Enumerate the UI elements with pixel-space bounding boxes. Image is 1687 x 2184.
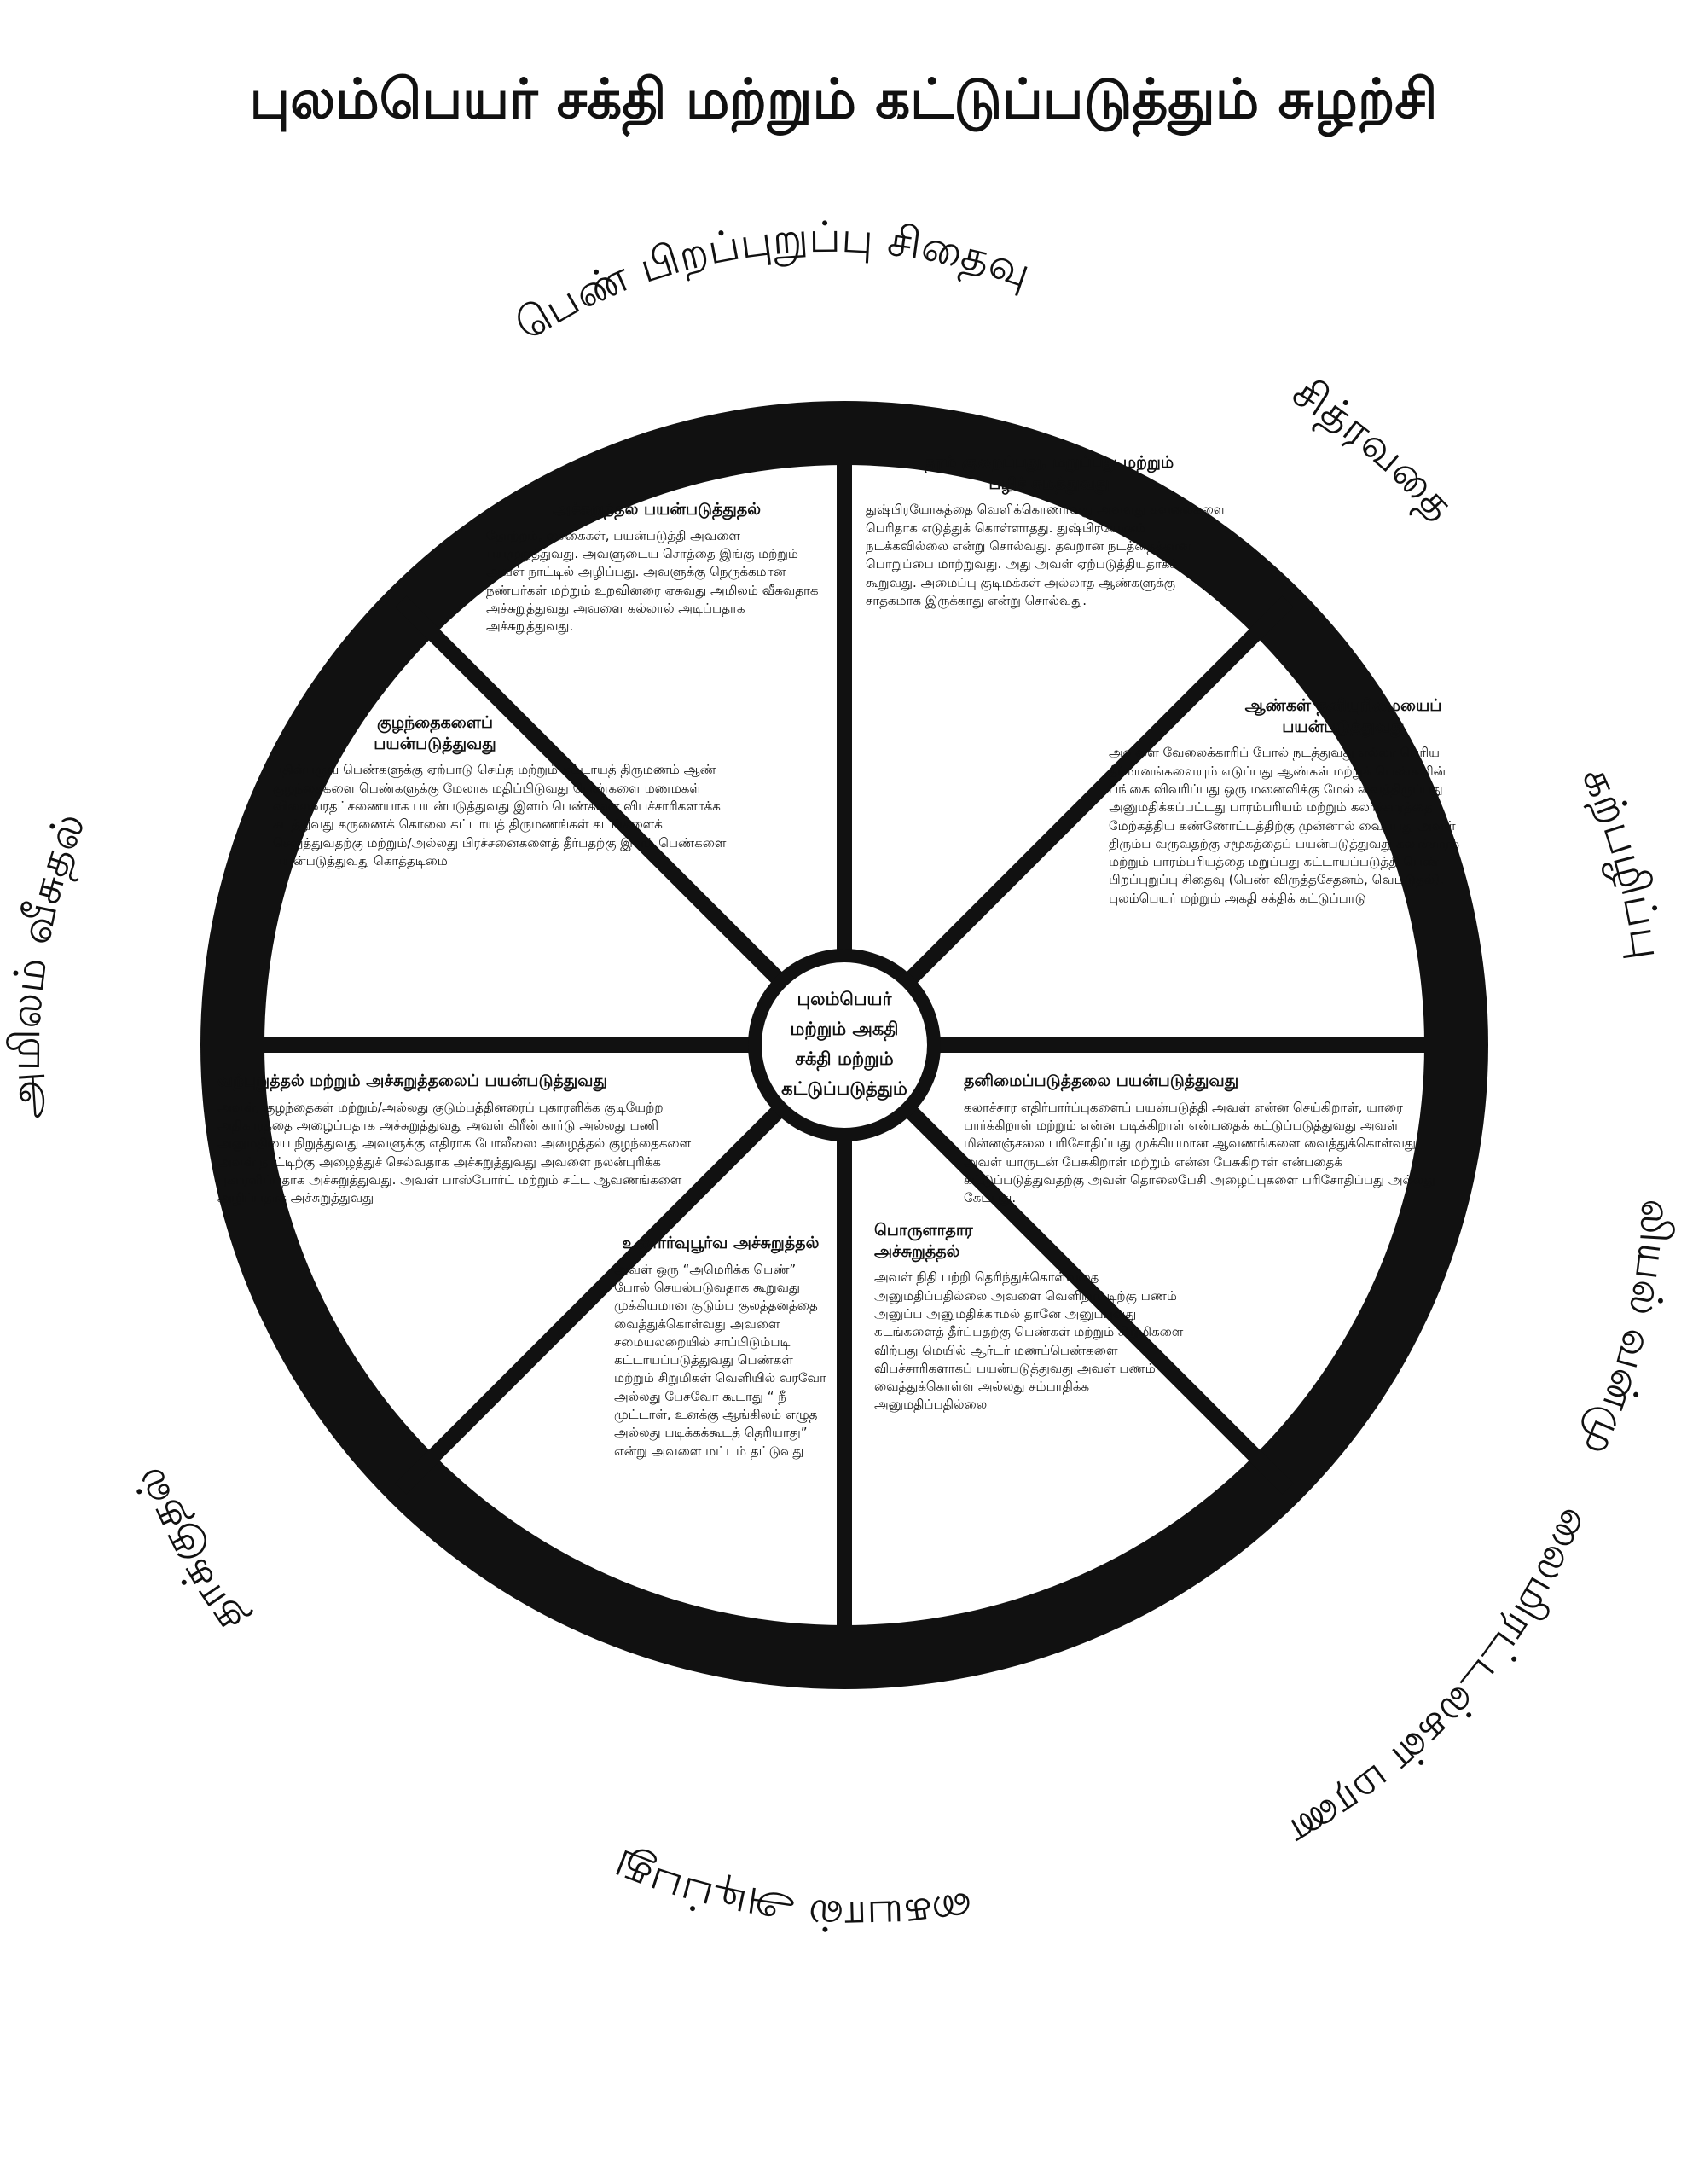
segment-heading: வற்புறுத்தல் மற்றும் அச்சுறுத்தலைப் பயன்…	[217, 1072, 607, 1090]
segment-body: தோற்றம், சைகைகள், பயன்படுத்தி அவளை பயமுற…	[486, 527, 819, 635]
hub-line-1: புலம்பெயர்	[797, 989, 893, 1009]
segment-heading: ஆண்கள் தனியுரிமையைப் பயன்படுத்துவது	[1244, 696, 1442, 736]
outer-label-bottom: கையால் அடிப்பது	[606, 1842, 975, 1942]
svg-text:தாக்குதல்: தாக்குதல்	[123, 1461, 255, 1643]
segment-male-privilege: ஆண்கள் தனியுரிமையைப் பயன்படுத்துவது அவளை…	[1109, 695, 1484, 908]
outer-label-right: கற்பழிப்பு	[1573, 759, 1673, 962]
segment-heading: பொருளாதார அச்சுறுத்தல்	[874, 1221, 973, 1261]
svg-text:அமிலம் வீசுதல்: அமிலம் வீசுதல்	[0, 806, 95, 1121]
segment-body: அவள், குழந்தைகள் மற்றும்/அல்லது குடும்பத…	[217, 1099, 692, 1206]
segment-body: அவள் நிதி பற்றி தெரிந்துக்கொள்வதை அனுமதி…	[874, 1269, 1184, 1413]
svg-text:வன்முறை: வன்முறை	[720, 1711, 970, 1792]
segment-minimizing: தரம் குறைப்பது, மறுப்பது மற்றும் பழிச் ச…	[866, 452, 1232, 610]
spoke-bottom-left	[395, 1102, 787, 1495]
segment-heading: குழந்தைகளைப் பயன்படுத்துவது	[374, 713, 496, 753]
segment-economic: பொருளாதார அச்சுறுத்தல் அவள் நிதி பற்றி த…	[874, 1220, 1198, 1414]
segment-heading: தனிமைப்படுத்தலை பயன்படுத்துவது	[964, 1072, 1239, 1090]
segment-body: துஷ்பிரயோகத்தை வெளிக்கொணர்வது அவளது கவலை…	[866, 502, 1226, 608]
segment-children: குழந்தைகளைப் பயன்படுத்துவது பதின்பருவ பெ…	[273, 712, 768, 870]
hub-circle	[748, 949, 941, 1141]
outer-label-top-right: சித்ரவதை	[1284, 367, 1464, 532]
segment-coercion: வற்புறுத்தல் மற்றும் அச்சுறுத்தலைப் பயன்…	[217, 1071, 772, 1207]
segment-body: அவள் ஒரு “அமெரிக்க பெண்” போல் செயல்படுவத…	[614, 1261, 826, 1459]
segment-body: பதின்பருவ பெண்களுக்கு ஏற்பாடு செய்த மற்ற…	[273, 762, 727, 868]
segment-body: அவளை வேலைக்காரிப் போல் நடத்துவது எல்லா ப…	[1109, 745, 1460, 906]
hub-line-4: கட்டுப்படுத்தும்	[781, 1078, 907, 1101]
segment-emotional: உணார்வுபூர்வ அச்சுறுத்தல் அவள் ஒரு “அமெர…	[614, 1233, 827, 1461]
segment-isolation: தனிமைப்படுத்தலை பயன்படுத்துவது கலாச்சார …	[964, 1071, 1441, 1207]
segment-heading: தரம் குறைப்பது, மறுப்பது மற்றும் பழிச் ச…	[924, 453, 1174, 493]
page-title: புலம்பெயர் சக்தி மற்றும் கட்டுப்படுத்தும…	[249, 68, 1438, 131]
segment-threats: அச்சுறுத்தல் பயன்படுத்துதல் தோற்றம், சைக…	[486, 499, 827, 636]
spoke-top-left	[395, 595, 787, 988]
svg-text:சித்ரவதை: சித்ரவதை	[1284, 367, 1464, 532]
spoke-bottom-right	[901, 1102, 1294, 1495]
segment-body: கலாச்சார எதிர்பார்ப்புகளைப் பயன்படுத்தி …	[964, 1099, 1435, 1206]
segment-heading: உணார்வுபூர்வ அச்சுறுத்தல்	[622, 1234, 820, 1252]
hub-line-3: சக்தி மற்றும்	[795, 1048, 893, 1072]
spoke-top-right	[901, 595, 1294, 988]
svg-text:வன்முறை: வன்முறை	[711, 317, 975, 397]
rim-label-bottom: வன்முறை	[720, 1711, 970, 1792]
spokes	[260, 461, 1429, 1629]
outer-label-left: அமிலம் வீசுதல்	[0, 806, 95, 1121]
hub-line-2: மற்றும் அகதி	[791, 1019, 899, 1042]
rim-label-top: வன்முறை	[711, 317, 975, 397]
outer-label-bottom-left: தாக்குதல்	[123, 1461, 255, 1643]
svg-text:கையால் அடிப்பது: கையால் அடிப்பது	[606, 1842, 975, 1942]
svg-text:கற்பழிப்பு: கற்பழிப்பு	[1573, 759, 1673, 962]
segment-heading: அச்சுறுத்தல் பயன்படுத்துதல்	[552, 500, 761, 519]
